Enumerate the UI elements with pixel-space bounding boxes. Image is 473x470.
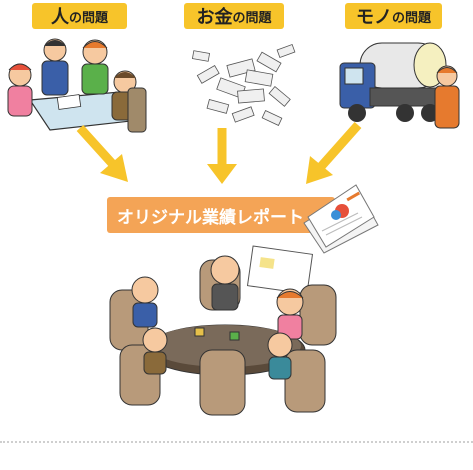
label-people-problem: 人の問題 xyxy=(32,3,127,29)
conference-meeting-illustration xyxy=(109,245,337,416)
label-things-rest: の問題 xyxy=(391,10,431,26)
footer-divider xyxy=(0,441,473,443)
report-banner-text: オリジナル業績レポート xyxy=(117,207,304,228)
arrow-left-icon xyxy=(76,124,128,182)
label-people-main: 人 xyxy=(50,7,69,28)
people-meeting-illustration xyxy=(7,38,147,133)
report-banner: オリジナル業績レポート xyxy=(107,197,335,233)
report-document-icon xyxy=(303,184,379,254)
arrow-center-icon xyxy=(207,128,237,184)
label-money-main: お金 xyxy=(196,7,233,28)
label-things-main: モノ xyxy=(355,7,392,28)
label-people-rest: の問題 xyxy=(68,10,108,26)
label-things-problem: モノの問題 xyxy=(345,3,442,29)
arrow-right-icon xyxy=(306,122,362,184)
money-pile-illustration xyxy=(191,43,296,126)
label-money-problem: お金の問題 xyxy=(184,3,284,29)
truck-worker-illustration xyxy=(339,42,460,129)
label-money-rest: の問題 xyxy=(232,10,272,26)
